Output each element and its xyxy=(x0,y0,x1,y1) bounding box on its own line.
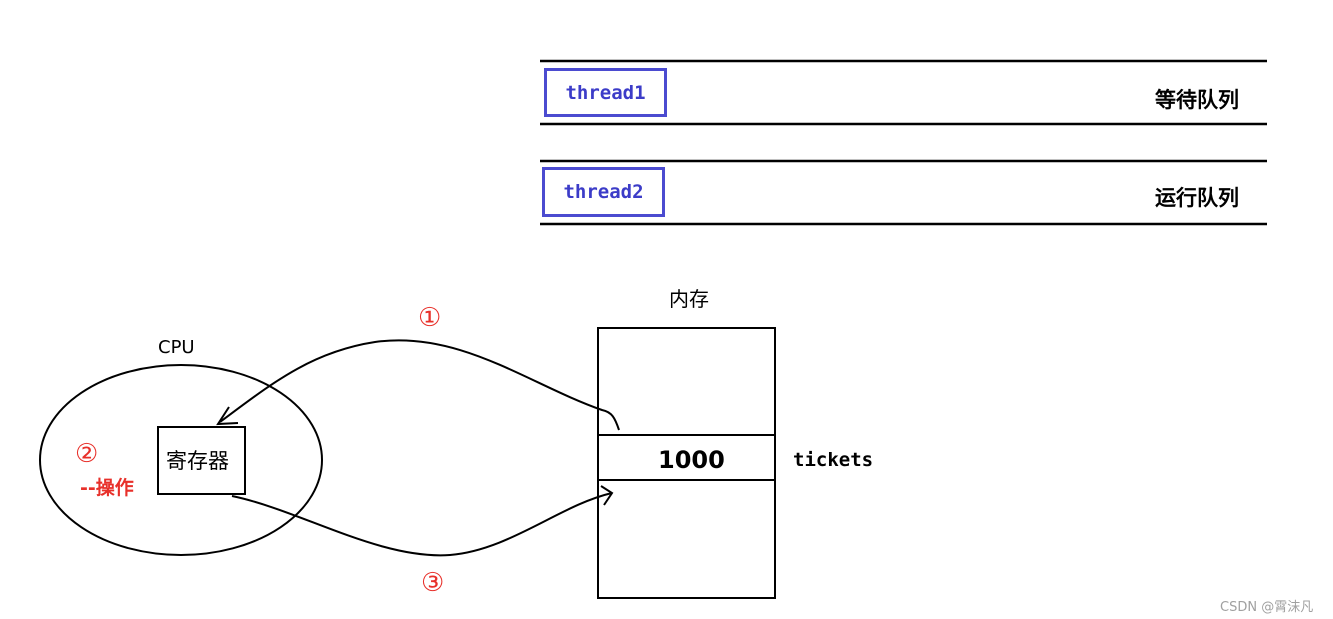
step-1-mark: ① xyxy=(418,303,442,333)
thread1-label: thread1 xyxy=(565,81,646,104)
watermark: CSDN @霄沫凡 xyxy=(1220,600,1314,615)
register-box xyxy=(157,426,246,495)
load-arrow-path xyxy=(219,339,620,431)
cpu-title: CPU xyxy=(158,337,195,358)
step-3-mark: ③ xyxy=(421,568,445,598)
tickets-label: tickets xyxy=(793,449,874,471)
register-label: 寄存器 xyxy=(166,449,229,473)
thread1-box: thread1 xyxy=(544,68,667,117)
thread2-box: thread2 xyxy=(542,167,665,217)
thread2-label: thread2 xyxy=(563,181,644,203)
wait-queue-label: 等待队列 xyxy=(1155,88,1239,112)
load-arrow-head xyxy=(216,406,239,426)
store-arrow-path xyxy=(231,492,613,557)
run-queue-label: 运行队列 xyxy=(1155,186,1239,210)
store-arrow-head xyxy=(600,485,614,506)
memory-title: 内存 xyxy=(669,287,709,311)
memory-value: 1000 xyxy=(658,446,725,474)
memory-box xyxy=(597,327,776,599)
operation-label: --操作 xyxy=(80,477,134,499)
cpu-ellipse xyxy=(39,364,323,556)
step-2-mark: ② xyxy=(75,439,99,469)
